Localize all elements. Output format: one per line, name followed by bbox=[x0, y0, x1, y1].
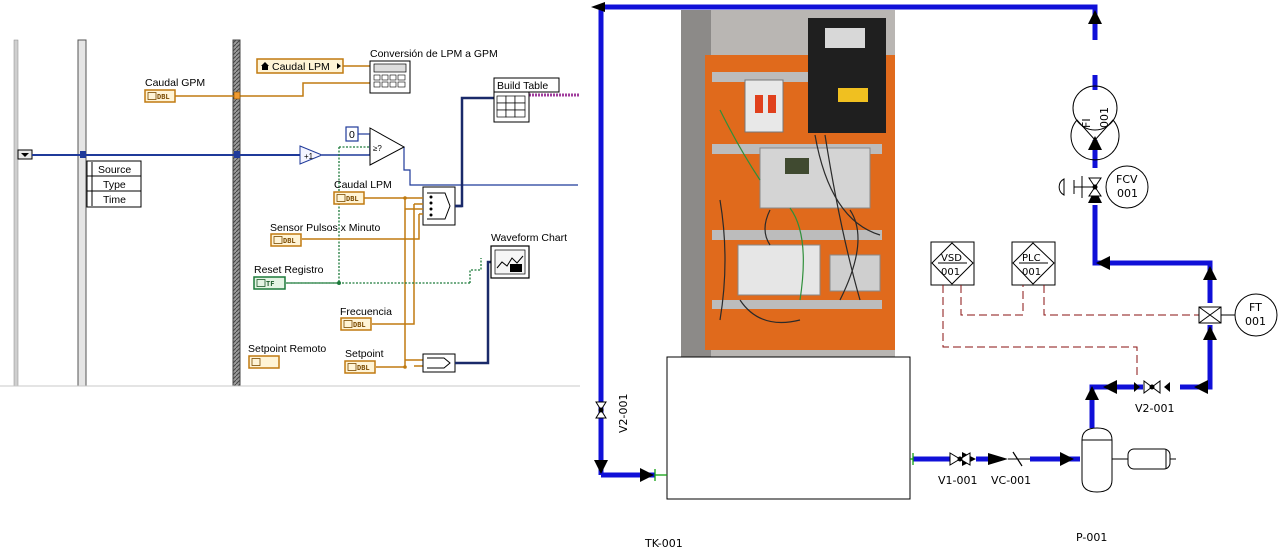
contactors bbox=[737, 244, 821, 296]
signal-lines bbox=[942, 285, 1199, 378]
chevron-down-icon bbox=[21, 153, 29, 157]
plc-unit bbox=[759, 147, 871, 209]
svg-text:≥?: ≥? bbox=[373, 144, 382, 153]
increment-node[interactable]: +1 bbox=[299, 145, 324, 165]
tunnel-loop bbox=[234, 151, 240, 158]
flow-indicator-fi-001[interactable]: FI 001 bbox=[1070, 85, 1120, 161]
sensor-pulsos-terminal[interactable]: DBL bbox=[270, 233, 302, 247]
frame-left-edge bbox=[13, 39, 19, 387]
tank-tk-001 bbox=[666, 356, 911, 500]
svg-text:001: 001 bbox=[1245, 315, 1266, 328]
svg-text:PLC: PLC bbox=[1022, 253, 1041, 264]
svg-text:VSD: VSD bbox=[941, 253, 962, 264]
sensor-pulsos-label: Sensor Pulsos x Minuto bbox=[270, 222, 380, 234]
svg-text:001: 001 bbox=[1022, 267, 1041, 278]
waveform-chart-label: Waveform Chart bbox=[491, 232, 567, 244]
svg-text:001: 001 bbox=[1098, 107, 1111, 128]
pid-diagram: TK-001 V2-001 FI 001 bbox=[591, 2, 1278, 550]
svg-text:DBL: DBL bbox=[157, 93, 170, 101]
home-icon bbox=[261, 62, 269, 70]
wire-to-build-table bbox=[455, 96, 495, 208]
vsd-001-instrument[interactable]: VSD 001 bbox=[930, 241, 975, 286]
svg-text:0: 0 bbox=[349, 129, 355, 141]
breakers bbox=[744, 79, 784, 133]
compare-node[interactable]: ≥? bbox=[369, 127, 406, 166]
svg-text:FT: FT bbox=[1249, 301, 1262, 314]
svg-text:+1: +1 bbox=[304, 152, 314, 161]
svg-text:DBL: DBL bbox=[346, 195, 359, 203]
valve-v1-001[interactable] bbox=[949, 452, 971, 466]
cluster-item-type: Type bbox=[103, 179, 126, 191]
cluster-item-time: Time bbox=[103, 194, 126, 206]
labview-block-diagram: Source Type Time Caudal GPM DBL Caudal L… bbox=[0, 39, 580, 387]
svg-text:Caudal LPM: Caudal LPM bbox=[272, 61, 330, 73]
svg-text:DBL: DBL bbox=[357, 364, 370, 372]
event-structure-border bbox=[77, 39, 87, 387]
bundle-node[interactable] bbox=[422, 353, 456, 373]
conversion-label: Conversión de LPM a GPM bbox=[370, 48, 498, 60]
caudal-lpm-terminal[interactable]: DBL bbox=[333, 191, 365, 205]
control-panel-photo bbox=[681, 10, 895, 357]
plc-001-instrument[interactable]: PLC 001 bbox=[1011, 241, 1056, 286]
valve-v2-001-left[interactable] bbox=[595, 401, 607, 419]
caudal-gpm-terminal[interactable]: DBL bbox=[144, 89, 176, 103]
tunnel-event bbox=[80, 151, 86, 158]
check-valve-vc-001[interactable] bbox=[988, 451, 1030, 467]
wire-to-chart bbox=[455, 260, 491, 365]
build-table-express-vi[interactable]: Build Table bbox=[493, 77, 560, 123]
pump-label: P-001 bbox=[1076, 531, 1107, 544]
setpoint-remoto-terminal[interactable] bbox=[248, 355, 280, 369]
wire-gpm bbox=[175, 82, 370, 97]
setpoint-remoto-label: Setpoint Remoto bbox=[248, 343, 326, 355]
tunnel-gpm bbox=[233, 91, 241, 100]
zero-constant[interactable]: 0 bbox=[345, 126, 359, 142]
conversion-subvi[interactable] bbox=[369, 60, 411, 94]
caudal-lpm-local-variable[interactable]: Caudal LPM bbox=[256, 58, 344, 74]
caudal-lpm-label: Caudal LPM bbox=[334, 179, 392, 191]
caudal-gpm-label: Caudal GPM bbox=[145, 77, 205, 89]
build-array-node[interactable] bbox=[422, 186, 456, 226]
svg-text:001: 001 bbox=[941, 267, 960, 278]
flow-transmitter-ft-001[interactable]: FT 001 bbox=[1198, 293, 1278, 337]
frecuencia-label: Frecuencia bbox=[340, 306, 392, 318]
valve-v2-001-left-label: V2-001 bbox=[617, 394, 630, 434]
tank-nozzles bbox=[654, 453, 914, 481]
svg-text:TF: TF bbox=[266, 280, 274, 288]
wire-reset-bool bbox=[286, 147, 340, 284]
tank-label: TK-001 bbox=[644, 537, 683, 550]
svg-text:DBL: DBL bbox=[283, 237, 296, 245]
frecuencia-terminal[interactable]: DBL bbox=[340, 317, 372, 331]
reset-registro-label: Reset Registro bbox=[254, 264, 324, 276]
valve-v2-001-right-label: V2-001 bbox=[1135, 402, 1175, 415]
cluster-item-source: Source bbox=[98, 164, 131, 176]
valve-vc-001-label: VC-001 bbox=[991, 474, 1031, 487]
setpoint-label: Setpoint bbox=[345, 348, 384, 360]
svg-text:FI: FI bbox=[1080, 118, 1093, 128]
pump-p-001[interactable] bbox=[1081, 427, 1176, 493]
reset-registro-terminal[interactable]: TF bbox=[253, 276, 286, 290]
setpoint-terminal[interactable]: DBL bbox=[344, 360, 376, 374]
svg-text:DBL: DBL bbox=[353, 321, 366, 329]
control-valve-fcv-001[interactable]: FCV 001 bbox=[1058, 165, 1149, 209]
chevron-right-icon bbox=[337, 63, 341, 69]
valve-v2-001-right[interactable] bbox=[1134, 380, 1170, 394]
svg-text:001: 001 bbox=[1117, 187, 1138, 200]
valve-v1-001-label: V1-001 bbox=[938, 474, 978, 487]
event-data-node: Source Type Time bbox=[86, 160, 142, 208]
svg-text:Build Table: Build Table bbox=[497, 80, 548, 92]
waveform-chart-terminal[interactable] bbox=[490, 245, 530, 279]
wire-out-right bbox=[403, 147, 578, 186]
svg-text:FCV: FCV bbox=[1116, 173, 1138, 186]
